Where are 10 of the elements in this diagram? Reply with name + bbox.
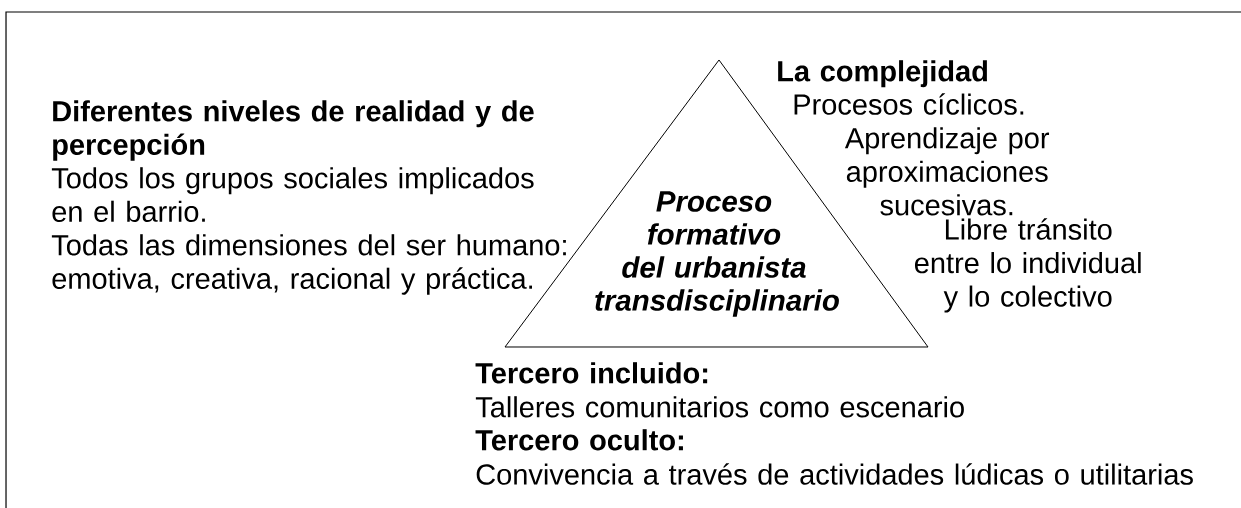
body-text: Procesos cíclicos.: [794, 93, 1024, 115]
body-text: Talleres comunitarios como escenario: [475, 396, 964, 418]
heading: La complejidad: [778, 60, 987, 88]
body-text: Libre tránsito entre lo individual y lo colectivo: [915, 218, 1141, 313]
heading: Diferentes niveles de realidad y de percepción: [53, 100, 534, 161]
body-text: Todas las dimensiones del ser humano: emotiva, creativa, racional y práctica.: [51, 234, 566, 295]
body-text: Convivencia a través de actividades lúdicas o utilitarias: [476, 463, 1193, 485]
body-text: Aprendizaje por aproximaciones sucesivas.: [844, 127, 1050, 216]
heading: Tercero oculto:: [475, 429, 683, 451]
body-text: Todos los grupos sociales implicados en el barrio.: [51, 167, 534, 222]
